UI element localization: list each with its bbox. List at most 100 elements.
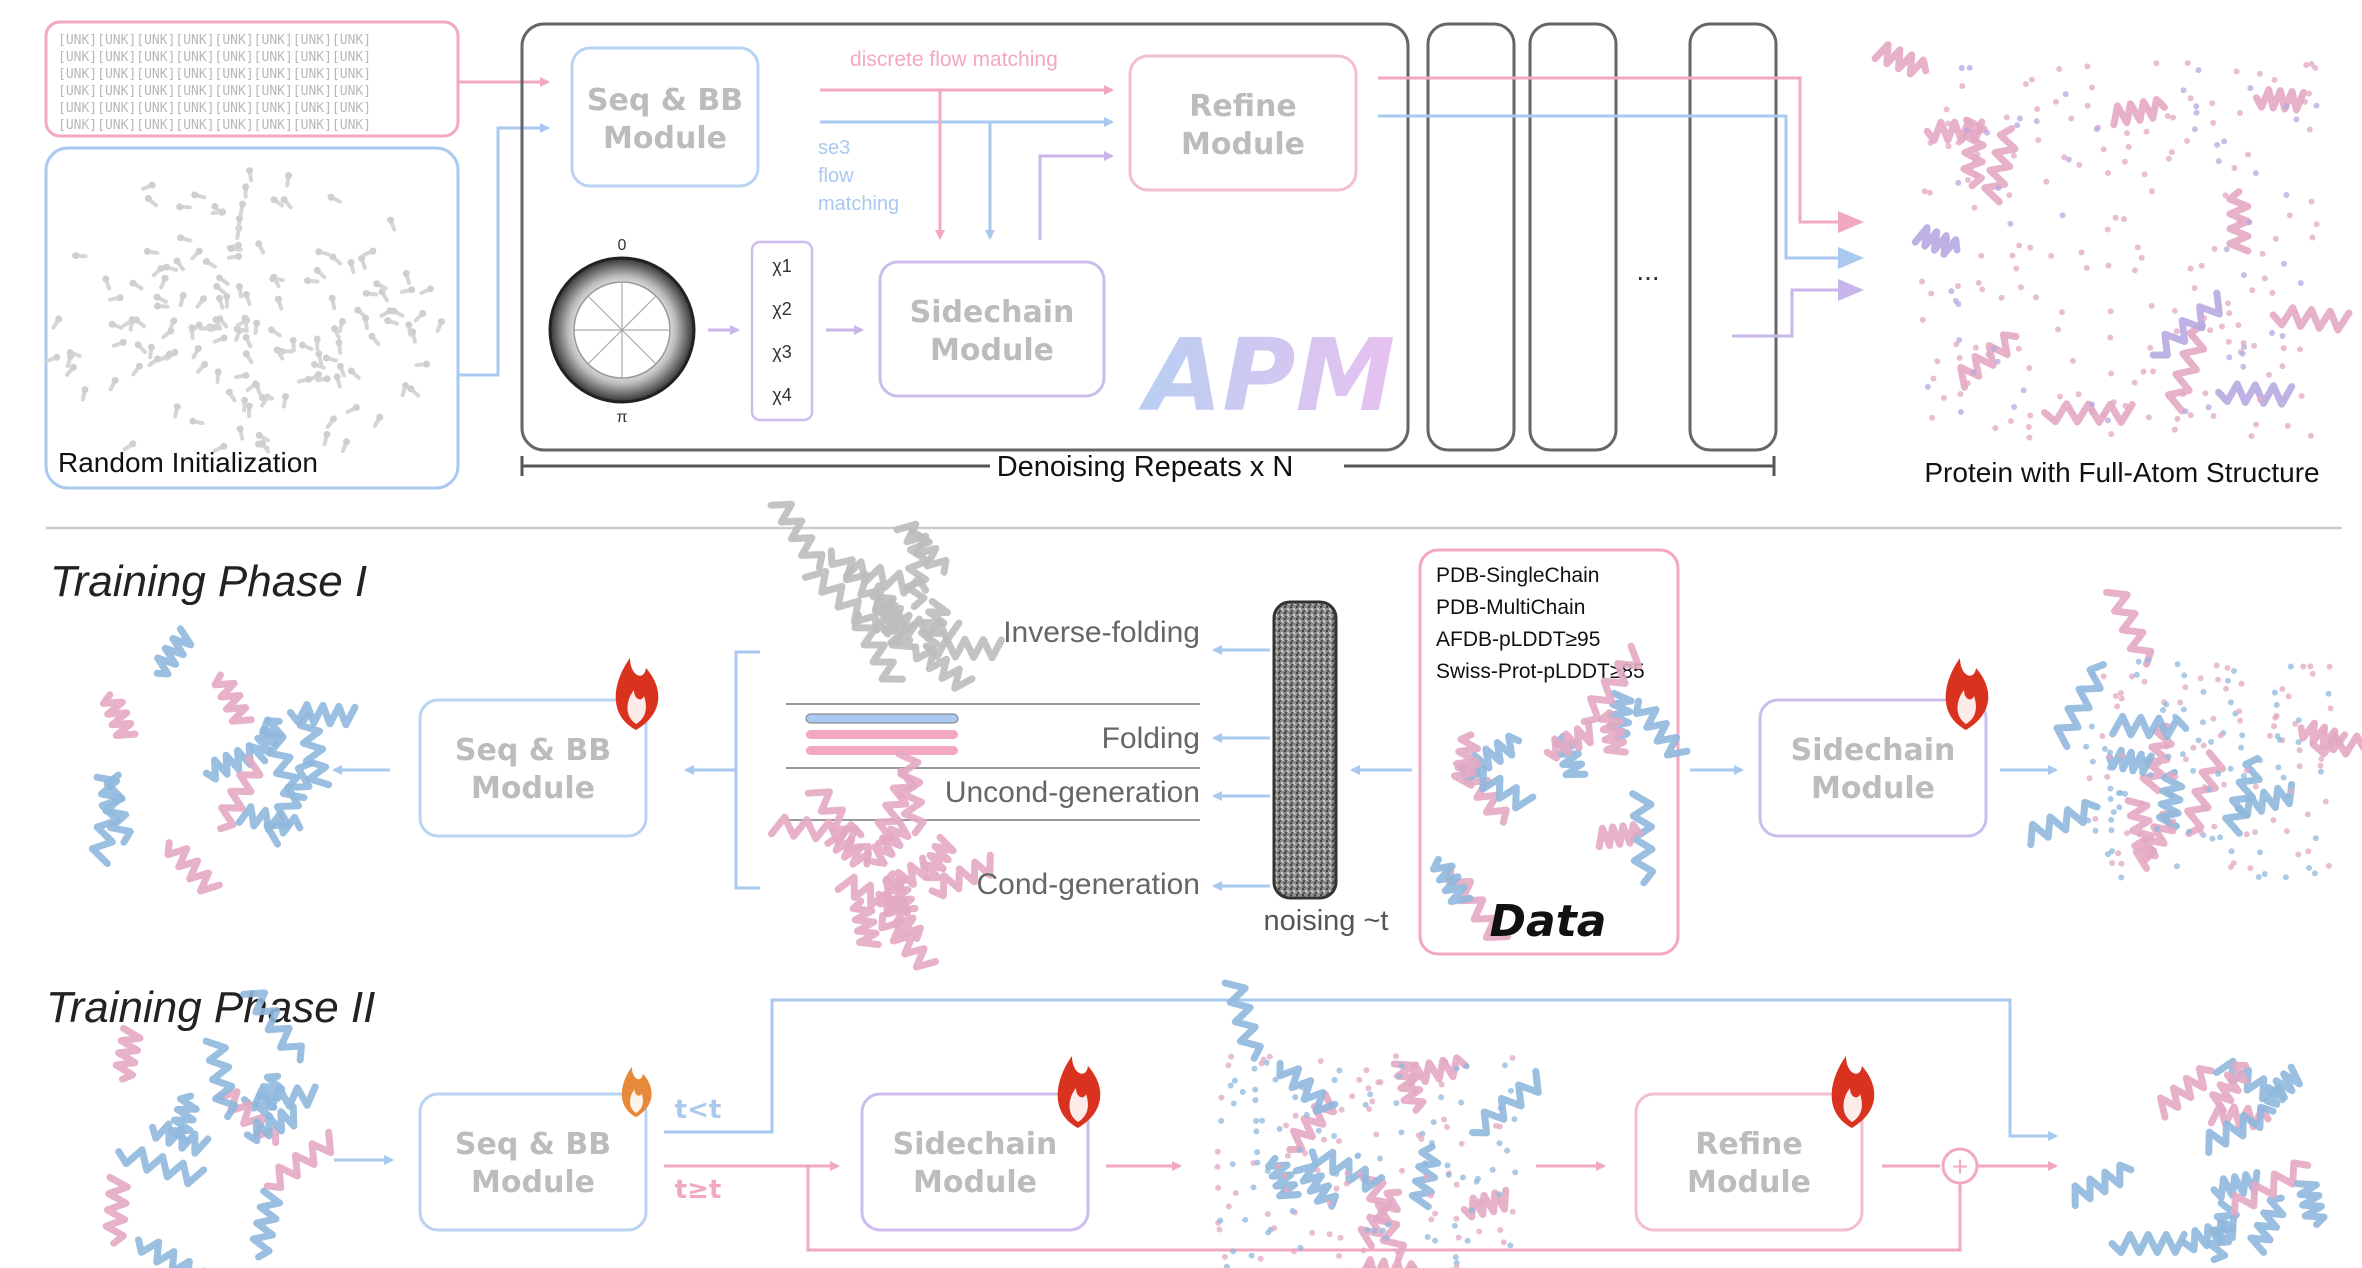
sidechain-atom bbox=[1973, 171, 1980, 178]
sidechain-atom bbox=[2179, 751, 2186, 758]
sidechain-atom bbox=[1252, 1086, 1259, 1093]
residue-atom bbox=[166, 350, 174, 358]
residue-atom bbox=[285, 172, 293, 180]
residue-atom bbox=[157, 264, 165, 272]
sidechain-atom bbox=[2118, 874, 2125, 881]
sidechain-atom bbox=[1974, 151, 1981, 158]
sidechain-atom bbox=[1326, 1231, 1333, 1238]
init-to-seqbb-arrow bbox=[458, 123, 550, 377]
sidechain-atom bbox=[1976, 122, 1983, 129]
sidechain-atom bbox=[2121, 158, 2128, 165]
sidechain-atom bbox=[2187, 265, 2194, 272]
sidechain-atom bbox=[2231, 165, 2238, 172]
sidechain-atom bbox=[2308, 198, 2315, 205]
sidechain-atom bbox=[2191, 285, 2198, 292]
sidechain-atom bbox=[2020, 387, 2027, 394]
sidechain-atom bbox=[1453, 1264, 1460, 1268]
sidechain-atom bbox=[1364, 1263, 1371, 1268]
sidechain-atom bbox=[2215, 676, 2222, 683]
sidechain-atom bbox=[2201, 784, 2208, 791]
sidechain-atom bbox=[2134, 244, 2141, 251]
protein-helix bbox=[2149, 289, 2223, 359]
sidechain-atom bbox=[1924, 383, 1931, 390]
sidechain-atom bbox=[1492, 1122, 1499, 1129]
sidechain-atom bbox=[2015, 345, 2022, 352]
sidechain-atom bbox=[2016, 115, 2023, 122]
sidechain-atom bbox=[1356, 1170, 1363, 1177]
sidechain-atom bbox=[1257, 1255, 1264, 1262]
skip-to-sum-line bbox=[806, 1166, 1962, 1252]
residue-atom bbox=[313, 335, 321, 343]
protein-helix bbox=[767, 500, 826, 572]
sidechain-atom bbox=[2025, 424, 2032, 431]
residue-atom bbox=[216, 274, 224, 282]
residue-atom bbox=[304, 277, 312, 285]
sidechain-atom bbox=[2055, 326, 2062, 333]
protein-helix bbox=[2109, 712, 2190, 741]
sidechain-atom bbox=[2325, 862, 2332, 869]
sidechain-atom bbox=[2188, 333, 2195, 340]
sidechain-atom bbox=[2084, 63, 2091, 70]
sidechain-atom bbox=[1250, 1184, 1257, 1191]
residue-atom bbox=[108, 320, 116, 328]
sidechain-atom bbox=[1231, 1077, 1238, 1084]
residue-atom bbox=[315, 248, 323, 256]
sidechain-atom bbox=[2197, 828, 2204, 835]
sidechain-atom bbox=[2057, 393, 2064, 400]
sidechain-atom bbox=[2221, 781, 2228, 788]
residue-atom bbox=[362, 289, 370, 297]
sidechain-atom bbox=[2014, 122, 2021, 129]
sidechain-atom bbox=[2108, 370, 2115, 377]
svg-text:Module: Module bbox=[471, 1165, 595, 1200]
dial-pi-label: π bbox=[616, 409, 627, 426]
protein-helix bbox=[2108, 1230, 2188, 1257]
unk-token-row: [UNK][UNK][UNK][UNK][UNK][UNK][UNK][UNK] bbox=[58, 118, 371, 133]
sidechain-atom bbox=[2033, 118, 2040, 125]
residue-atom bbox=[170, 317, 178, 325]
sidechain-atom bbox=[2171, 307, 2178, 314]
svg-text:Refine: Refine bbox=[1695, 1127, 1802, 1162]
sidechain-atom bbox=[1453, 1259, 1460, 1266]
protein-helix bbox=[893, 520, 950, 576]
sidechain-atom bbox=[2009, 252, 2016, 259]
residue-atom bbox=[390, 307, 398, 315]
protein-helix bbox=[1362, 1256, 1419, 1268]
sidechain-atom bbox=[2288, 788, 2295, 795]
phase2-input-protein bbox=[102, 989, 335, 1268]
residue-atom bbox=[235, 252, 243, 260]
sidechain-atom bbox=[1230, 1100, 1237, 1107]
sidechain-atom bbox=[1218, 1094, 1225, 1101]
sidechain-atom bbox=[2123, 130, 2130, 137]
sidechain-atom bbox=[2217, 732, 2224, 739]
residue-atom bbox=[305, 375, 313, 383]
residue-atom bbox=[373, 280, 381, 288]
sidechain-atom bbox=[2270, 817, 2277, 824]
sidechain-atom bbox=[2171, 713, 2178, 720]
sidechain-atom bbox=[1957, 409, 1964, 416]
sidechain-atom bbox=[1366, 1106, 1373, 1113]
sidechain-atom bbox=[1365, 1085, 1372, 1092]
dataset-afdb: AFDB-pLDDT≥95 bbox=[1436, 628, 1600, 651]
residue-atom bbox=[331, 325, 339, 333]
sidechain-atom bbox=[2105, 169, 2112, 176]
sidechain-atom bbox=[2084, 102, 2091, 109]
residue-atom bbox=[255, 240, 263, 248]
residue-atom bbox=[347, 367, 355, 375]
dataset-swiss-prot: Swiss-Prot-pLDDT≥85 bbox=[1436, 660, 1645, 683]
sidechain-atom bbox=[2238, 744, 2245, 751]
sidechain-atom bbox=[1225, 1062, 1232, 1069]
sidechain-atom bbox=[1393, 1100, 1400, 1107]
protein-helix bbox=[2155, 768, 2186, 830]
residue-atom bbox=[195, 247, 203, 255]
protein-helix bbox=[102, 1173, 131, 1247]
sidechain-atom bbox=[2306, 864, 2313, 871]
sidechain-atom bbox=[2076, 161, 2083, 168]
sidechain-atom bbox=[1302, 1150, 1309, 1157]
protein-helix bbox=[2269, 304, 2353, 334]
protein-helix bbox=[2165, 322, 2208, 415]
protein-helix bbox=[263, 1128, 335, 1192]
sidechain-atom bbox=[1265, 1229, 1272, 1236]
sidechain-atom bbox=[2238, 680, 2245, 687]
sidechain-atom bbox=[1945, 120, 1952, 127]
sidechain-atom bbox=[2148, 188, 2155, 195]
